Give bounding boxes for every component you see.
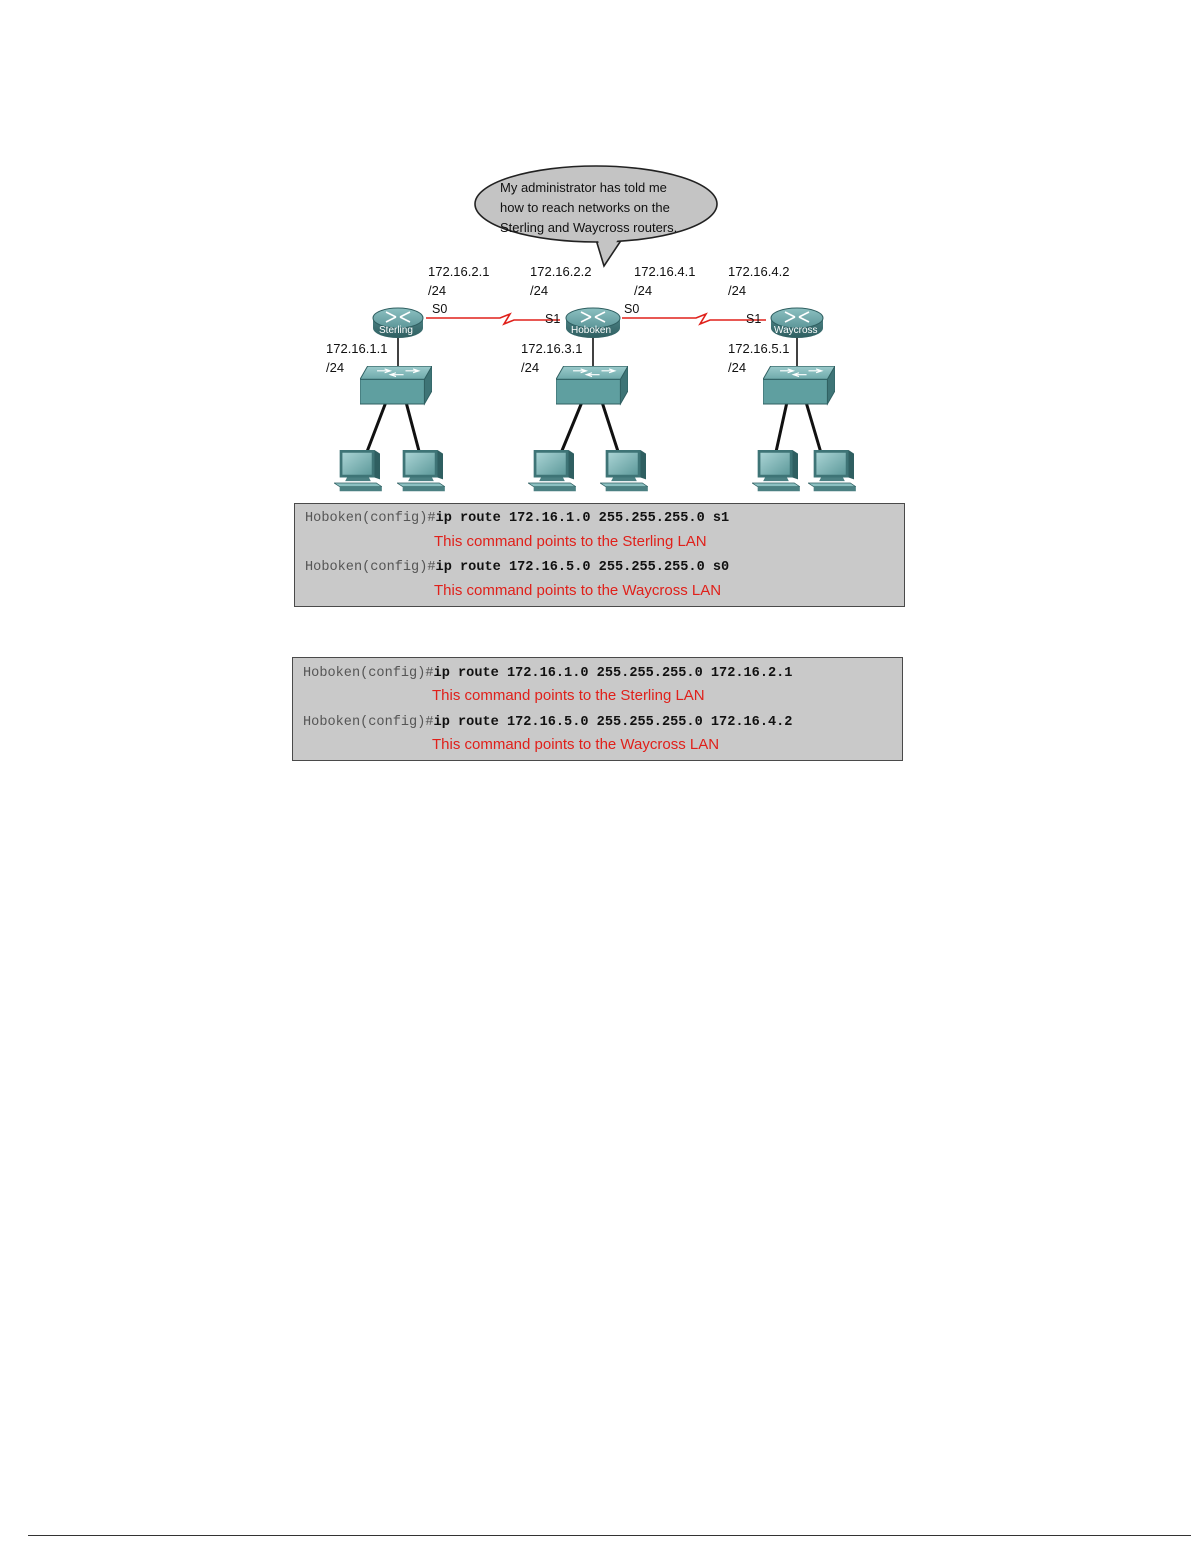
command-note-2: This command points to the Waycross LAN <box>432 736 720 753</box>
command-prompt: Hoboken(config)# <box>305 560 436 575</box>
bubble-line-1: My administrator has told me <box>500 180 667 195</box>
command-line-1: Hoboken(config)#ip route 172.16.1.0 255.… <box>305 511 729 526</box>
serial-link-sterling-hoboken <box>426 312 560 326</box>
mask-hoboken-s1: /24 <box>530 283 548 298</box>
mask-hoboken-s0: /24 <box>634 283 652 298</box>
command-box-next-hop: Hoboken(config)#ip route 172.16.1.0 255.… <box>292 657 903 761</box>
ip-sterling-s0: 172.16.2.1 <box>428 264 489 279</box>
ip-sterling-lan: 172.16.1.1 <box>326 341 387 356</box>
interface-waycross-s1: S1 <box>746 312 761 326</box>
bubble-line-2: how to reach networks on the <box>500 200 670 215</box>
pc-sterling-1 <box>334 450 382 492</box>
pc-waycross-2 <box>808 450 856 492</box>
mask-sterling-s0: /24 <box>428 283 446 298</box>
command-text: ip route 172.16.5.0 255.255.255.0 172.16… <box>433 715 793 730</box>
command-line-2: Hoboken(config)#ip route 172.16.5.0 255.… <box>303 715 792 730</box>
ip-waycross-s1: 172.16.4.2 <box>728 264 789 279</box>
pc-waycross-1 <box>752 450 800 492</box>
interface-hoboken-s0: S0 <box>624 302 639 316</box>
command-line-1: Hoboken(config)#ip route 172.16.1.0 255.… <box>303 666 792 681</box>
mask-waycross-lan: /24 <box>728 360 746 375</box>
switch-hoboken-lan <box>556 366 628 405</box>
page-bottom-rule <box>28 1535 1191 1536</box>
mask-waycross-s1: /24 <box>728 283 746 298</box>
pc-hoboken-1 <box>528 450 576 492</box>
command-text: ip route 172.16.1.0 255.255.255.0 172.16… <box>433 666 793 681</box>
ip-hoboken-lan: 172.16.3.1 <box>521 341 582 356</box>
bubble-line-3: Sterling and Waycross routers. <box>500 220 677 235</box>
router-name-hoboken: Hoboken <box>571 325 611 336</box>
command-note-2: This command points to the Waycross LAN <box>434 582 722 599</box>
router-name-waycross: Waycross <box>774 325 818 336</box>
ip-hoboken-s0: 172.16.4.1 <box>634 264 695 279</box>
router-hoboken: Hoboken <box>565 307 621 338</box>
ip-hoboken-s1: 172.16.2.2 <box>530 264 591 279</box>
pc-hoboken-2 <box>600 450 648 492</box>
router-sterling: Sterling <box>372 307 424 338</box>
command-prompt: Hoboken(config)# <box>305 511 436 526</box>
router-name-sterling: Sterling <box>379 325 413 336</box>
command-box-interface: Hoboken(config)#ip route 172.16.1.0 255.… <box>294 503 905 607</box>
command-prompt: Hoboken(config)# <box>303 666 434 681</box>
command-note-1: This command points to the Sterling LAN <box>432 687 705 704</box>
mask-sterling-lan: /24 <box>326 360 344 375</box>
command-text: ip route 172.16.1.0 255.255.255.0 s1 <box>435 511 730 526</box>
command-note-1: This command points to the Sterling LAN <box>434 533 707 550</box>
speech-bubble: My administrator has told me how to reac… <box>474 165 718 268</box>
interface-hoboken-s1: S1 <box>545 312 560 326</box>
interface-sterling-s0: S0 <box>432 302 447 316</box>
router-waycross: Waycross <box>770 307 824 338</box>
serial-link-hoboken-waycross <box>622 312 766 326</box>
command-prompt: Hoboken(config)# <box>303 715 434 730</box>
ip-waycross-lan: 172.16.5.1 <box>728 341 789 356</box>
command-text: ip route 172.16.5.0 255.255.255.0 s0 <box>435 560 730 575</box>
mask-hoboken-lan: /24 <box>521 360 539 375</box>
switch-sterling-lan <box>360 366 432 405</box>
pc-sterling-2 <box>397 450 445 492</box>
command-line-2: Hoboken(config)#ip route 172.16.5.0 255.… <box>305 560 729 575</box>
switch-waycross-lan <box>763 366 835 405</box>
